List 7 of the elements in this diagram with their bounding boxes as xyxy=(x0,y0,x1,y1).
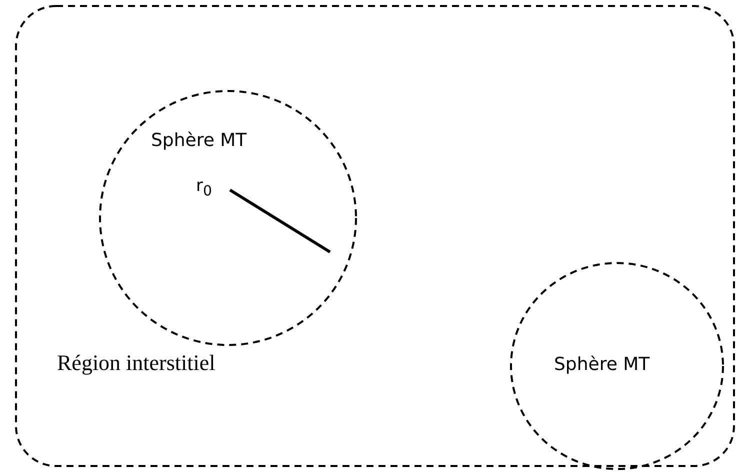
sphere-label: Sphère MT xyxy=(554,354,650,375)
dashed-rounded-region xyxy=(15,5,735,467)
sphere-label: Sphère MT xyxy=(151,130,247,151)
dashed-circle xyxy=(99,90,357,346)
dashed-circle xyxy=(510,262,724,470)
region-label: Région interstitiel xyxy=(57,350,216,376)
radius-label: r$_{0}$ xyxy=(196,176,212,200)
